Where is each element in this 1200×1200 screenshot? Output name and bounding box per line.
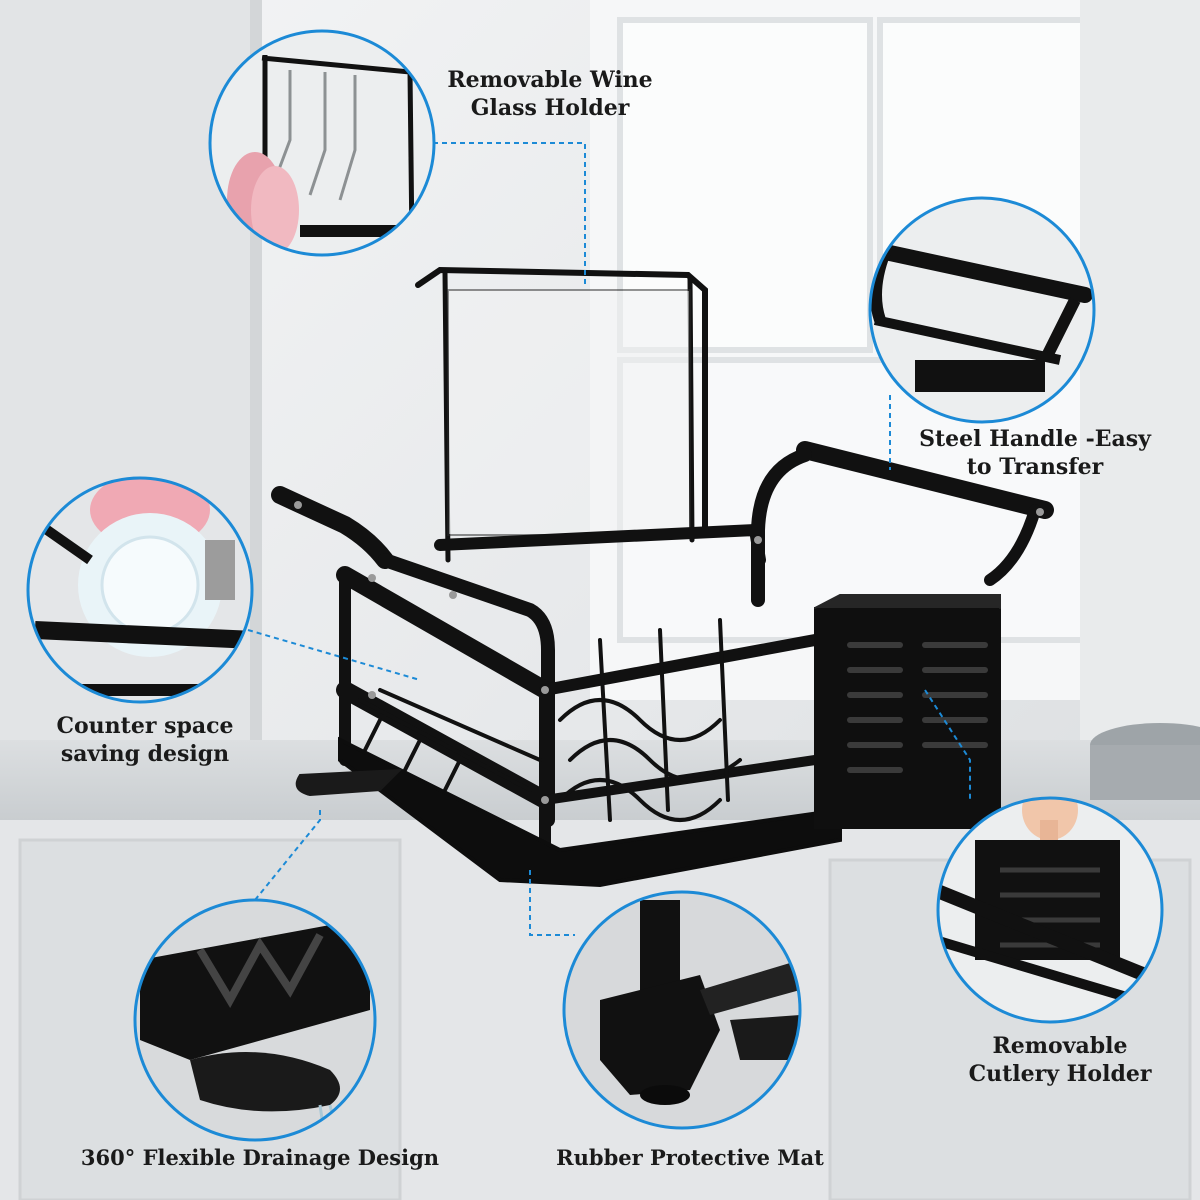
caption-line: to Transfer [966, 454, 1104, 480]
leader-lines [247, 142, 971, 936]
caption-line: Removable [992, 1033, 1128, 1059]
caption-line: Cutlery Holder [968, 1061, 1152, 1087]
caption-protective-mat: Rubber Protective Mat [540, 1144, 840, 1172]
caption-steel-handle: Steel Handle -Easy to Transfer [905, 425, 1165, 481]
caption-line: 360° Flexible Drainage Design [80, 1145, 440, 1170]
caption-line: Rubber Protective Mat [556, 1145, 824, 1170]
caption-counter-space: Counter space saving design [40, 712, 250, 768]
callout-wine-glass-holder [208, 29, 436, 257]
callout-steel-handle [868, 196, 1096, 424]
callout-counter-space [26, 476, 254, 704]
caption-line: Steel Handle -Easy [919, 426, 1151, 452]
caption-wine-glass-holder: Removable Wine Glass Holder [440, 66, 660, 122]
callout-drainage [133, 898, 377, 1142]
caption-drainage: 360° Flexible Drainage Design [70, 1144, 450, 1172]
caption-cutlery-holder: Removable Cutlery Holder [950, 1032, 1170, 1088]
caption-line: Glass Holder [470, 95, 630, 121]
callout-protective-mat [562, 890, 802, 1130]
caption-line: Removable Wine [447, 67, 653, 93]
caption-line: saving design [60, 741, 230, 767]
dish-rack [271, 266, 1054, 888]
caption-line: Counter space [56, 713, 234, 739]
